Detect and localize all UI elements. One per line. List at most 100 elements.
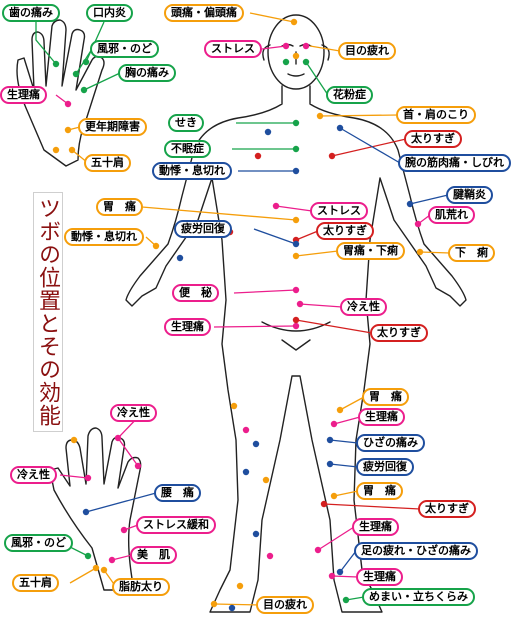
label-cold-throat-upper: 風邪・のど — [90, 40, 159, 58]
acupoint-dot — [302, 42, 310, 50]
acupoint-dot — [84, 552, 92, 560]
label-overweight-abdomen: 太りすぎ — [316, 222, 374, 240]
acupoint-dot — [328, 572, 336, 580]
label-stomach-pain-leg1: 胃 痛 — [362, 388, 409, 406]
acupoint-dot — [326, 436, 334, 444]
acupoint-dot — [416, 248, 424, 256]
label-hay-fever: 花粉症 — [326, 86, 373, 104]
label-palpitation-left: 動悸・息切れ — [64, 228, 144, 246]
label-overweight-belly: 太りすぎ — [370, 324, 428, 342]
acupoint-dot — [236, 582, 244, 590]
label-eye-fatigue-head: 目の疲れ — [338, 42, 396, 60]
acupoint-dot — [254, 152, 262, 160]
acupoint-dot — [406, 200, 414, 208]
label-cold-sensitivity-hand-left: 冷え性 — [10, 466, 57, 484]
acupoint-dot — [292, 240, 300, 248]
label-cold-sensitivity-belly: 冷え性 — [340, 298, 387, 316]
label-fatigue-recovery: 疲労回復 — [174, 220, 232, 238]
acupoint-dot — [52, 60, 60, 68]
connector-line — [83, 72, 121, 91]
label-cough: せき — [168, 114, 204, 132]
connector-line — [339, 396, 365, 411]
acupoint-dot — [292, 322, 300, 330]
connector-line — [233, 289, 297, 294]
acupoint-dot — [336, 568, 344, 576]
label-fatigue-recovery-leg: 疲労回復 — [356, 458, 414, 476]
label-neck-shoulder: 首・肩のこり — [396, 106, 476, 124]
connector-line — [141, 206, 297, 221]
label-overweight-chest: 太りすぎ — [404, 130, 462, 148]
acupoint-dot — [328, 152, 336, 160]
connector-line — [339, 550, 357, 573]
label-menstrual-pain-leg1: 生理痛 — [358, 408, 405, 426]
acupoint-dot — [336, 406, 344, 414]
connector-line — [317, 526, 355, 551]
label-cold-sensitivity-hand-top: 冷え性 — [110, 404, 157, 422]
acupoint-dot — [228, 604, 236, 612]
connector-line — [249, 12, 295, 23]
label-palpitation-center: 動悸・息切れ — [152, 162, 232, 180]
acupoint-dot — [242, 468, 250, 476]
acupoint-dot — [70, 436, 78, 444]
label-knee-pain: ひざの痛み — [356, 434, 425, 452]
connector-line — [295, 250, 339, 257]
connector-line — [319, 114, 399, 117]
acupoint-dot — [84, 474, 92, 482]
acupoint-dot — [210, 600, 218, 608]
connector-line — [329, 439, 359, 444]
acupoint-dot — [82, 58, 90, 66]
acupoint-dot — [292, 316, 300, 324]
upper-hand-outline — [16, 19, 105, 167]
left-ear — [262, 44, 271, 61]
acupoint-dot — [82, 508, 90, 516]
acupoint-dot — [302, 58, 310, 66]
connector-line — [409, 194, 449, 205]
label-stress-relief: ストレス緩和 — [136, 516, 216, 534]
acupoint-dot — [330, 492, 338, 500]
acupoint-dot — [264, 128, 272, 136]
label-beautiful-skin: 美 肌 — [130, 546, 177, 564]
label-menstrual-pain-belly: 生理痛 — [164, 318, 211, 336]
connector-line — [331, 138, 407, 157]
acupoint-dot — [120, 526, 128, 534]
right-ear — [321, 44, 330, 61]
connector-line — [253, 228, 297, 245]
acupoint-dot — [414, 220, 422, 228]
label-tendinitis: 腱鞘炎 — [446, 186, 493, 204]
acupoint-dot — [342, 596, 350, 604]
label-frozen-shoulder-upper: 五十肩 — [84, 154, 131, 172]
connector-line — [295, 319, 373, 334]
connector-line — [333, 416, 361, 425]
acupoint-dots — [52, 18, 424, 612]
label-stomach-pain-leg2: 胃 痛 — [356, 482, 403, 500]
label-dizziness: めまい・立ちくらみ — [362, 588, 475, 606]
diagram-title: ツボの位置とその効能 — [33, 192, 63, 432]
label-stress-head: ストレス — [204, 40, 262, 58]
acupoint-dot — [292, 167, 300, 175]
label-eye-fatigue-foot: 目の疲れ — [256, 596, 314, 614]
acupoint-dot — [64, 126, 72, 134]
acupoint-dot — [252, 440, 260, 448]
label-menstrual-pain-leg2: 生理痛 — [352, 518, 399, 536]
acupoint-dot — [314, 546, 322, 554]
connector-line — [299, 303, 343, 308]
acupoint-dot — [176, 254, 184, 262]
connector-line — [59, 474, 89, 479]
acupoint-dot — [282, 58, 290, 66]
connector-line — [213, 603, 261, 606]
connector-line — [111, 554, 133, 561]
acupoint-dot — [92, 564, 100, 572]
label-headache: 頭痛・偏頭痛 — [164, 4, 244, 22]
acupoint-dot — [320, 500, 328, 508]
acupoint-dot — [336, 124, 344, 132]
groin-line — [281, 339, 311, 351]
label-fat: 脂肪太り — [112, 578, 170, 596]
acupoint-dot — [252, 530, 260, 538]
label-constipation: 便 秘 — [172, 284, 219, 302]
label-stomach-diarrhea: 胃痛・下痢 — [336, 242, 405, 260]
acupoint-dot — [262, 476, 270, 484]
connector-line — [275, 205, 313, 212]
label-stress-abdomen: ストレス — [310, 202, 368, 220]
acupoint-dot — [292, 252, 300, 260]
acupoint-dot — [330, 420, 338, 428]
